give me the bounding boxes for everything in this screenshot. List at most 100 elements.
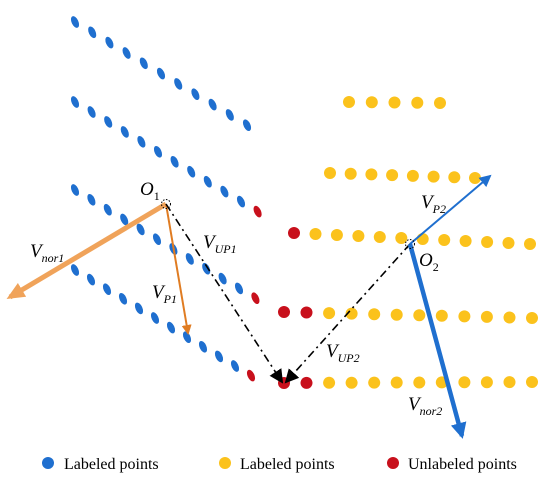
labeled-point-yellow [459,235,472,247]
labeled-point-yellow [438,234,451,246]
label-vnor2: Vnor2 [408,394,442,418]
labeled-point-blue [150,312,160,324]
labeled-point-yellow [352,230,365,242]
labeled-point-yellow [323,307,336,320]
labeled-point-blue [102,283,112,295]
labeled-point-blue [134,302,144,315]
labeled-point-yellow [480,310,493,323]
labeled-point-yellow [524,238,536,250]
labeled-point-yellow [345,376,358,389]
labeled-point-yellow [427,170,440,183]
vector-vp1 [165,203,192,335]
points-layer [70,16,538,389]
labels-layer: O1 O2 Vnor1 VUP1 VP1 VP2 VUP2 Vnor2 [30,179,446,418]
labeled-point-blue [170,156,179,168]
legend-label-blue: Labeled points [64,456,159,473]
labeled-point-blue [156,67,166,80]
labeled-point-blue [70,16,80,28]
labeled-point-blue [86,273,96,286]
unlabeled-point [246,369,256,382]
legend-label-yellow: Labeled points [240,456,335,473]
labeled-point-yellow [390,376,403,389]
labeled-point-yellow [469,172,481,184]
labeled-point-yellow [309,228,322,240]
labeled-point-yellow [413,309,426,322]
legend-swatch-red [387,457,399,469]
labeled-point-yellow [458,310,471,323]
labeled-point-blue [234,282,244,295]
legend-label-red: Unlabeled points [408,456,517,473]
labeled-point-yellow [330,229,343,241]
labeled-point-yellow [324,167,336,179]
labeled-point-blue [225,109,234,121]
labeled-point-yellow [416,233,429,245]
unlabeled-point [253,205,262,218]
label-o1: O1 [140,179,160,203]
labeled-point-blue [202,262,211,275]
labeled-point-blue [230,360,240,372]
labeled-point-blue [105,36,114,49]
labeled-point-blue [137,136,146,148]
labeled-point-blue [120,126,129,138]
unlabeled-point [278,306,290,318]
labeled-point-blue [70,184,80,196]
labeled-point-blue [136,223,145,236]
labeled-point-yellow [411,96,424,109]
vector-vnor1 [6,201,168,300]
labeled-point-yellow [480,376,493,389]
label-vup2: VUP2 [326,341,360,365]
origin-o2-marker [405,239,415,249]
labeled-point-yellow [413,376,426,389]
vector-vp2 [409,174,492,245]
labeled-point-blue [242,119,252,131]
labeled-point-yellow [388,96,401,109]
vectors-layer [6,174,492,439]
label-vup1: VUP1 [203,232,237,256]
labeled-point-yellow [503,376,516,389]
label-vp2: VP2 [421,192,446,216]
labeled-point-blue [203,175,212,188]
legend: Labeled points Labeled points Unlabeled … [42,456,517,473]
unlabeled-point [300,376,313,389]
labeled-point-blue [87,194,96,206]
unlabeled-point [300,306,313,319]
labeled-point-yellow [406,169,419,182]
labeled-point-yellow [386,169,399,182]
labeled-point-yellow [481,236,494,248]
labeled-point-yellow [365,96,378,109]
labeled-point-yellow [526,312,538,324]
labeled-point-blue [139,57,148,70]
labeled-point-yellow [448,171,461,184]
labeled-point-yellow [502,237,515,249]
labeled-point-blue [152,233,162,245]
vector-vnor2 [407,243,467,439]
labeled-point-blue [191,88,200,100]
vector-vup2 [284,243,411,384]
labeled-point-blue [87,106,96,118]
labeled-point-yellow [526,376,538,388]
labeled-point-blue [122,47,131,59]
labeled-point-yellow [368,376,381,389]
labeled-point-blue [174,78,183,90]
labeled-point-yellow [344,167,357,180]
unlabeled-point [288,227,300,239]
labeled-point-blue [103,203,112,216]
labeled-point-yellow [323,376,336,389]
labeled-point-blue [214,350,224,363]
unlabeled-point [251,292,260,304]
legend-swatch-blue [42,457,54,469]
legend-swatch-yellow [219,457,231,469]
labeled-point-yellow [345,307,358,320]
label-vp1: VP1 [152,282,177,306]
labeled-point-blue [208,98,217,111]
labeled-point-yellow [365,168,378,181]
labeled-point-blue [118,293,128,305]
labeled-point-yellow [373,231,386,243]
labeled-point-blue [70,96,80,108]
label-vnor1: Vnor1 [30,241,64,265]
labeled-point-blue [218,272,227,285]
labeled-point-blue [104,116,113,128]
labeled-point-blue [70,264,80,276]
labeled-point-yellow [368,308,381,321]
